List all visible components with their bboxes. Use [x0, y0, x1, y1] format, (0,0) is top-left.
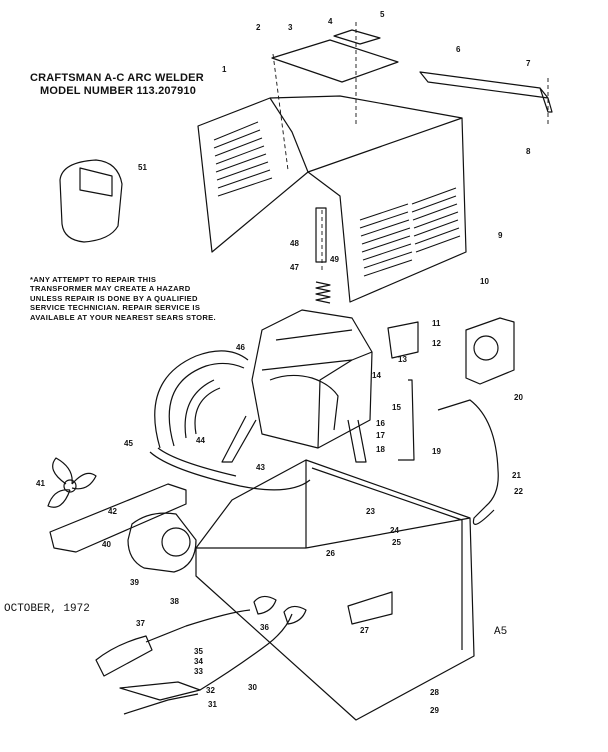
callout-1: 1 — [222, 65, 227, 74]
callout-22: 22 — [514, 487, 523, 496]
callout-49: 49 — [330, 255, 339, 264]
transformer — [251, 309, 373, 449]
repair-warning: *ANY ATTEMPT TO REPAIR THIS TRANSFORMER … — [30, 275, 216, 322]
callout-18: 18 — [376, 445, 385, 454]
callout-45: 45 — [124, 439, 133, 448]
callout-23: 23 — [366, 507, 375, 516]
callout-15: 15 — [392, 403, 401, 412]
callout-2: 2 — [256, 23, 261, 32]
louvers-left — [213, 121, 273, 197]
callout-46: 46 — [236, 343, 245, 352]
cabinet — [195, 459, 475, 721]
cover-top — [269, 95, 463, 173]
outlet-box — [465, 317, 515, 385]
callout-42: 42 — [108, 507, 117, 516]
callout-27: 27 — [360, 626, 369, 635]
callout-4: 4 — [328, 17, 333, 26]
callout-39: 39 — [130, 578, 139, 587]
callout-32: 32 — [206, 686, 215, 695]
callout-6: 6 — [456, 45, 461, 54]
callout-29: 29 — [430, 706, 439, 715]
fan-bracket — [49, 483, 187, 553]
electrode-holder — [95, 635, 153, 677]
callout-19: 19 — [432, 447, 441, 456]
model-title-line2: MODEL NUMBER 113.207910 — [40, 85, 197, 97]
mount-plate — [333, 29, 381, 45]
callout-41: 41 — [36, 479, 45, 488]
callout-28: 28 — [430, 688, 439, 697]
selector-switch — [347, 591, 393, 625]
model-title-line1: CRAFTSMAN A-C ARC WELDER — [30, 72, 204, 84]
helmet — [59, 159, 123, 243]
callout-34: 34 — [194, 657, 203, 666]
callout-8: 8 — [526, 147, 531, 156]
callout-43: 43 — [256, 463, 265, 472]
callout-47: 47 — [290, 263, 299, 272]
page-code: A5 — [494, 626, 508, 638]
callout-44: 44 — [196, 436, 205, 445]
callout-26: 26 — [326, 549, 335, 558]
publication-date: OCTOBER, 1972 — [4, 603, 90, 615]
motor — [127, 512, 197, 573]
callout-35: 35 — [194, 647, 203, 656]
cover-right — [307, 117, 467, 303]
angle-bracket — [419, 71, 553, 113]
shaft — [315, 207, 327, 263]
callout-12: 12 — [432, 339, 441, 348]
callout-37: 37 — [136, 619, 145, 628]
top-plate — [271, 39, 399, 83]
callout-11: 11 — [432, 319, 441, 328]
callout-14: 14 — [372, 371, 381, 380]
cover-left — [197, 97, 309, 253]
callout-30: 30 — [248, 683, 257, 692]
callout-3: 3 — [288, 23, 293, 32]
callout-48: 48 — [290, 239, 299, 248]
callout-16: 16 — [376, 419, 385, 428]
callout-17: 17 — [376, 431, 385, 440]
cable-45 — [154, 350, 249, 449]
ground-clamp — [119, 681, 201, 715]
fan-blade — [47, 457, 97, 508]
bracket-19 — [398, 379, 415, 461]
callout-36: 36 — [260, 623, 269, 632]
callout-33: 33 — [194, 667, 203, 676]
callout-24: 24 — [390, 526, 399, 535]
spring — [315, 281, 331, 304]
callout-51: 51 — [138, 163, 147, 172]
callout-21: 21 — [512, 471, 521, 480]
callout-38: 38 — [170, 597, 179, 606]
callout-10: 10 — [480, 277, 489, 286]
callout-31: 31 — [208, 700, 217, 709]
callout-40: 40 — [102, 540, 111, 549]
louvers-right — [359, 187, 461, 277]
callout-5: 5 — [380, 10, 385, 19]
callout-25: 25 — [392, 538, 401, 547]
power-cord — [437, 399, 499, 525]
callout-20: 20 — [514, 393, 523, 402]
callout-9: 9 — [498, 231, 503, 240]
callout-13: 13 — [398, 355, 407, 364]
callout-7: 7 — [526, 59, 531, 68]
